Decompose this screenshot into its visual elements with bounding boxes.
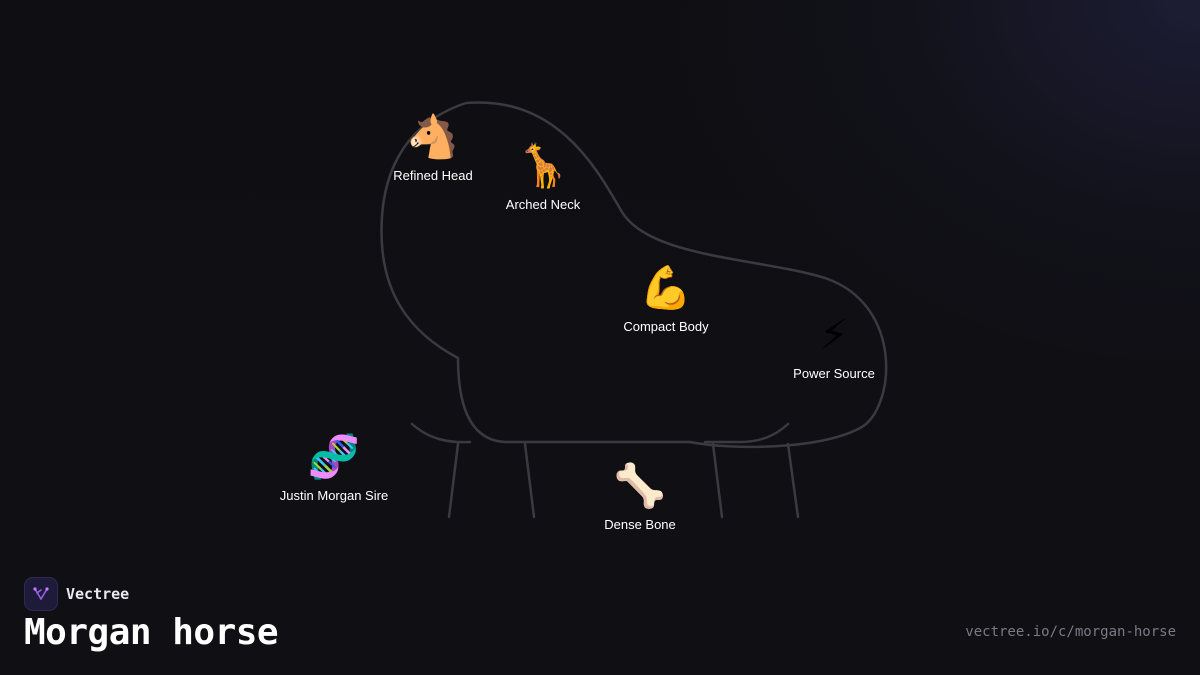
node-compact-body[interactable]: 💪 Compact Body [586, 263, 746, 334]
page-title: Morgan horse [24, 612, 279, 653]
horse-body-outline [380, 101, 888, 449]
node-label: Dense Bone [604, 517, 676, 532]
node-label: Justin Morgan Sire [279, 488, 389, 503]
node-power-source[interactable]: ⚡ Power Source [754, 310, 914, 381]
horse-leg-3 [711, 442, 724, 519]
node-dense-bone[interactable]: 🦴 Dense Bone [560, 461, 720, 532]
vectree-logo-icon [24, 577, 58, 611]
brand-name: Vectree [66, 585, 130, 603]
horse-face-icon: 🐴 [406, 112, 460, 161]
flexed-biceps-icon: 💪 [639, 263, 693, 312]
node-arched-neck[interactable]: 🦒 Arched Neck [463, 141, 623, 212]
node-label: Compact Body [623, 319, 709, 334]
node-label: Arched Neck [505, 197, 581, 212]
source-url[interactable]: vectree.io/c/morgan-horse [965, 624, 1176, 640]
horse-leg-2 [523, 442, 536, 519]
node-label: Refined Head [393, 168, 473, 183]
horse-belly-curve [410, 422, 472, 444]
bone-icon: 🦴 [613, 461, 667, 510]
node-label: Power Source [793, 366, 875, 381]
brand[interactable]: Vectree [24, 577, 129, 611]
dna-icon: 🧬 [307, 432, 361, 481]
node-refined-head[interactable]: 🐴 Refined Head [353, 112, 513, 183]
giraffe-icon: 🦒 [516, 141, 570, 190]
horse-leg-4 [786, 442, 800, 519]
high-voltage-icon: ⚡ [819, 310, 849, 359]
node-justin-morgan-sire[interactable]: 🧬 Justin Morgan Sire [254, 432, 414, 503]
horse-belly-curve-right [703, 422, 790, 444]
horse-leg-1 [447, 442, 460, 519]
